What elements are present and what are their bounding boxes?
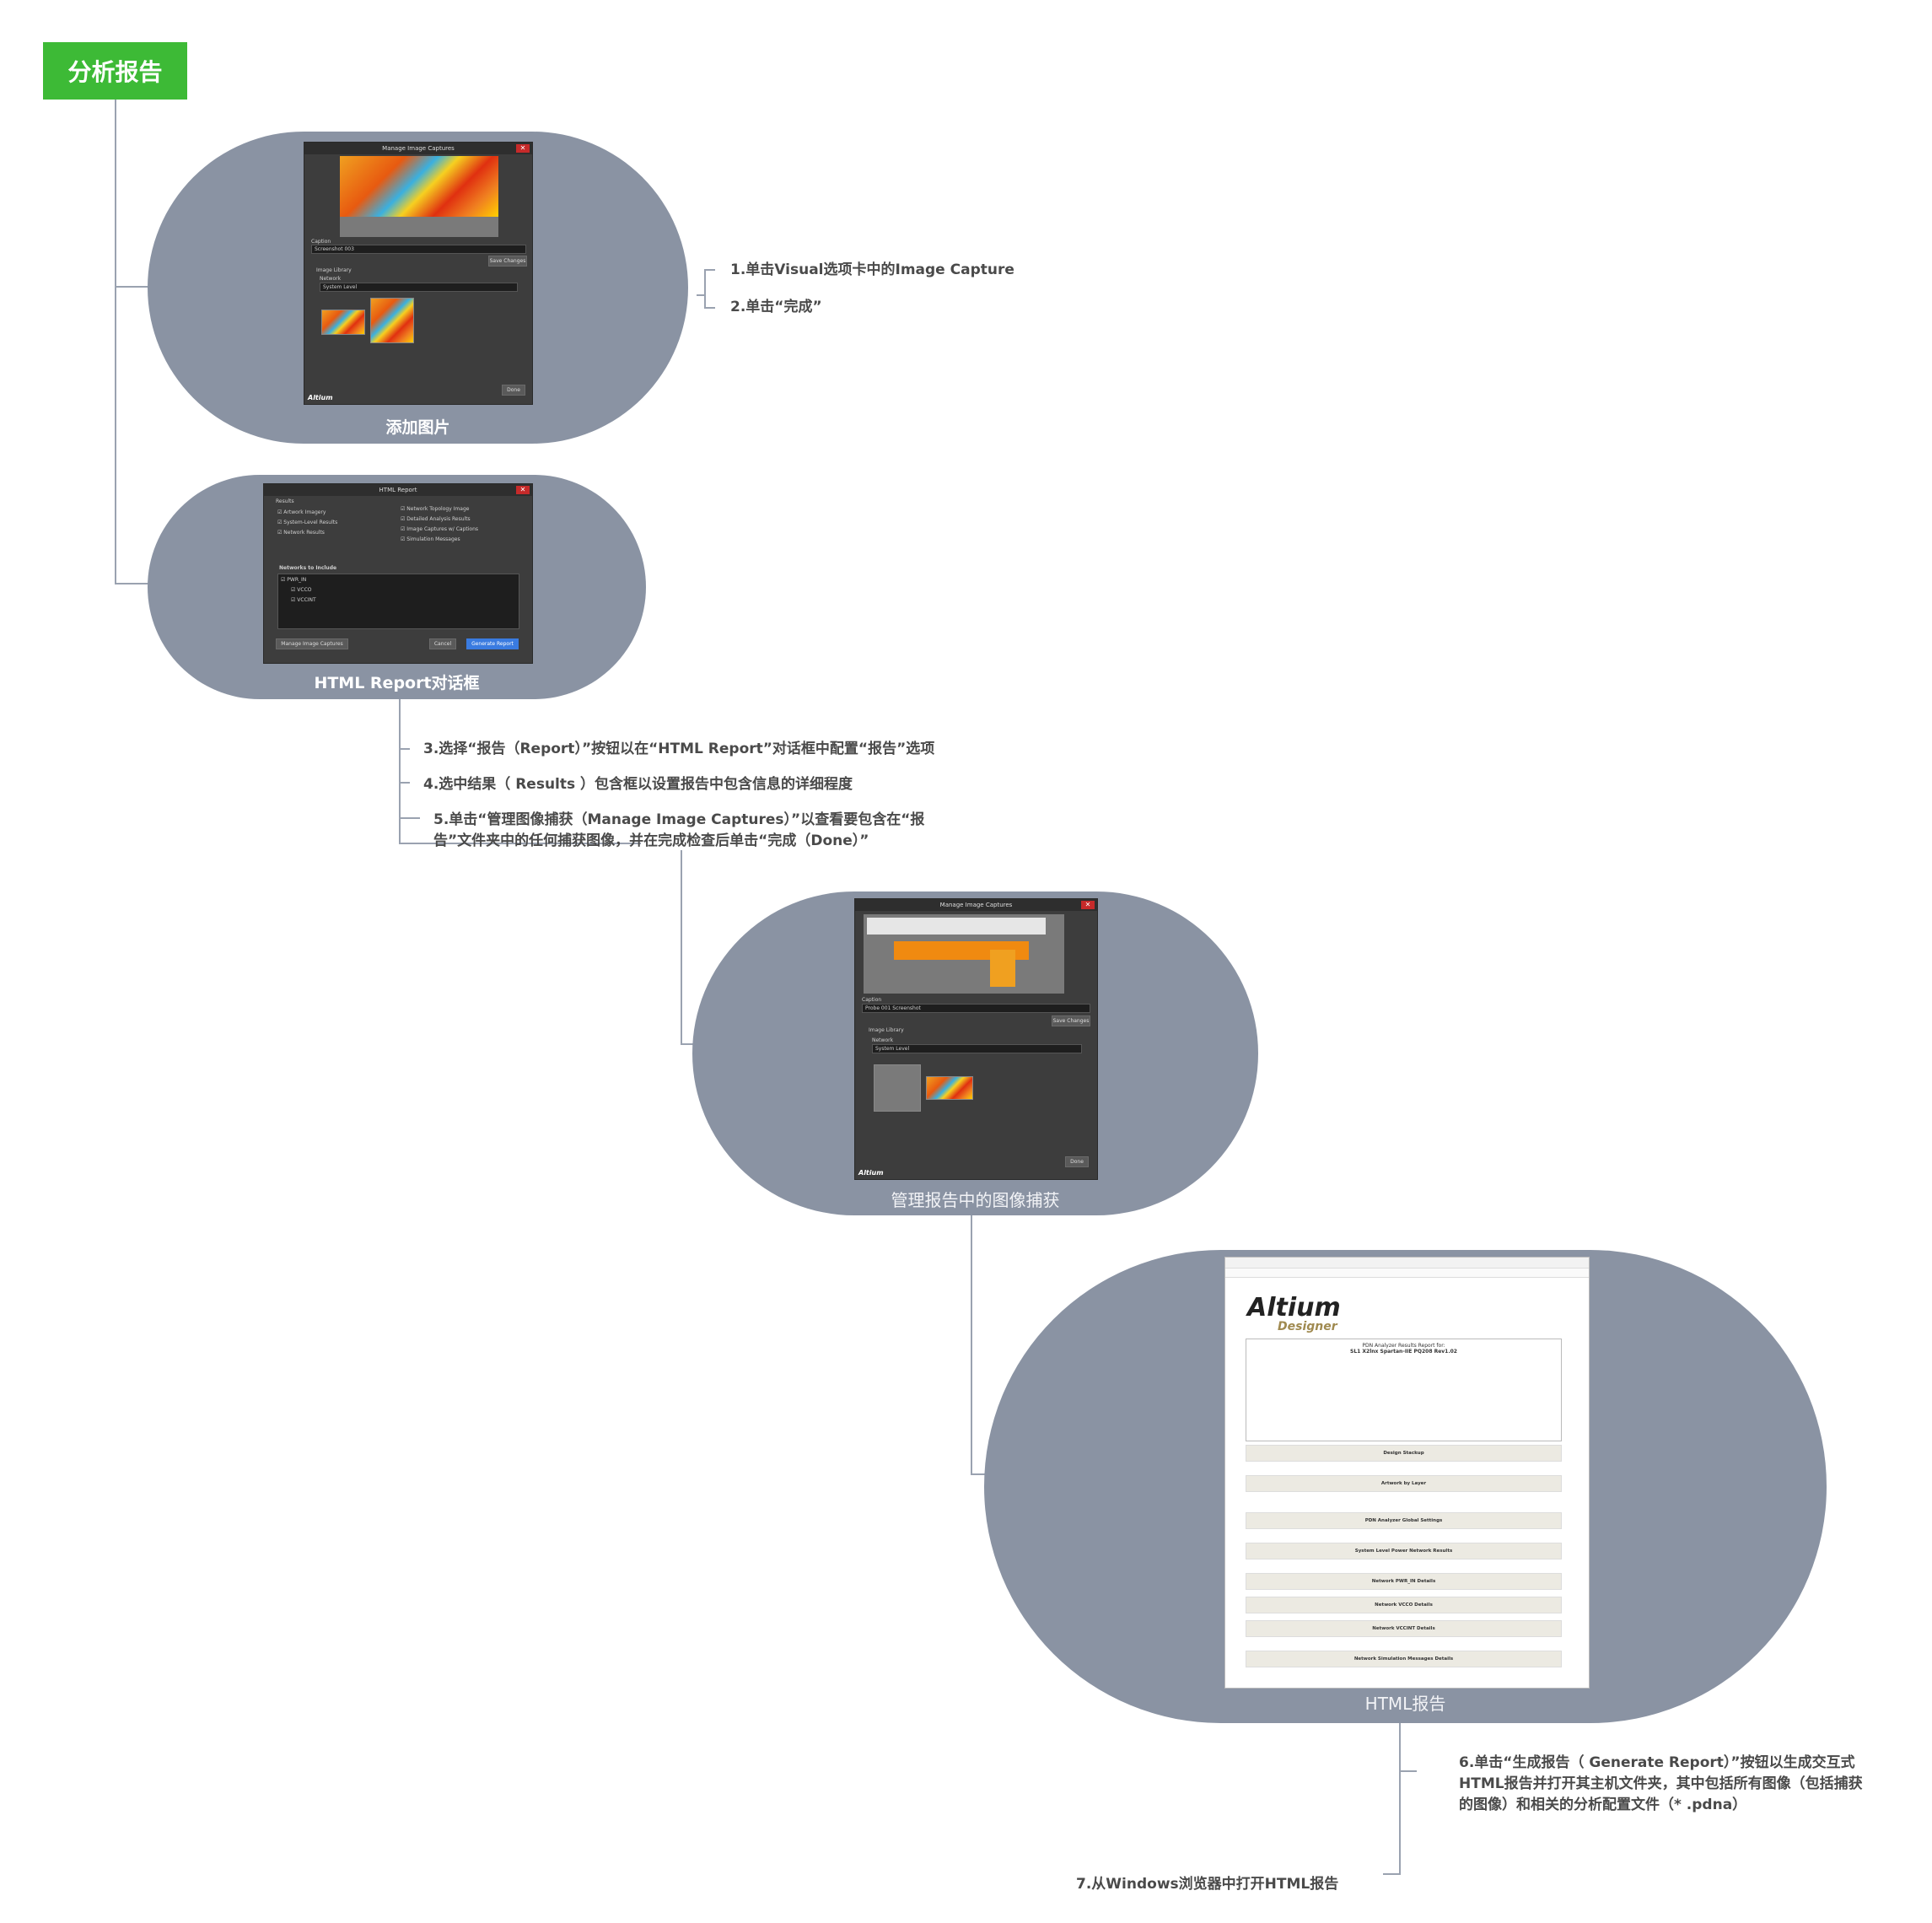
image-library-label: Image Library bbox=[869, 1027, 904, 1033]
section-design-stackup[interactable]: Design Stackup bbox=[1246, 1445, 1562, 1462]
browser-address-bar[interactable] bbox=[1225, 1269, 1589, 1278]
designer-logo: Designer bbox=[1278, 1320, 1337, 1333]
node-caption: 添加图片 bbox=[385, 418, 450, 437]
node-manage-captures[interactable]: Manage Image Captures ✕ Caption Probe 001… bbox=[692, 891, 1258, 1215]
thumbnail-1[interactable] bbox=[874, 1064, 921, 1112]
node-add-image[interactable]: Manage Image Captures ✕ Caption Screensho… bbox=[148, 132, 688, 444]
option-messages[interactable]: ☑ Simulation Messages bbox=[401, 536, 460, 542]
altium-logo: Altium bbox=[308, 394, 333, 401]
root-title: 分析报告 bbox=[67, 58, 163, 86]
generate-report-button[interactable]: Generate Report bbox=[466, 638, 519, 649]
section-pwr-in[interactable]: Network PWR_IN Details bbox=[1246, 1573, 1562, 1590]
caption-input[interactable]: Probe 001 Screenshot bbox=[862, 1004, 1090, 1013]
section-artwork[interactable]: Artwork by Layer bbox=[1246, 1475, 1562, 1492]
node-caption: 管理报告中的图像捕获 bbox=[891, 1190, 1060, 1210]
results-label: Results bbox=[276, 498, 294, 504]
note-step-7: 7.从Windows浏览器中打开HTML报告 bbox=[1076, 1876, 1339, 1893]
done-button[interactable]: Done bbox=[1065, 1156, 1089, 1167]
note-step-2: 2.单击“完成” bbox=[730, 299, 822, 315]
report-header-box: PDN Analyzer Results Report for: SL1 X2l… bbox=[1246, 1339, 1562, 1441]
altium-logo: Altium bbox=[1247, 1293, 1341, 1322]
image-library-label: Image Library bbox=[316, 267, 352, 273]
option-captures[interactable]: ☑ Image Captures w/ Captions bbox=[401, 526, 479, 532]
manage-image-captures-dialog: Manage Image Captures ✕ Caption Screensho… bbox=[304, 142, 533, 405]
caption-input[interactable]: Screenshot 003 bbox=[311, 245, 526, 254]
node-caption: HTML报告 bbox=[1364, 1694, 1446, 1714]
close-icon[interactable]: ✕ bbox=[516, 144, 530, 153]
note-step-4: 4.选中结果（ Results ）包含框以设置报告中包含信息的详细程度 bbox=[423, 776, 853, 793]
network-pwr-in[interactable]: ☑ PWR_IN bbox=[281, 577, 307, 583]
close-icon[interactable]: ✕ bbox=[1081, 901, 1095, 909]
option-network-results[interactable]: ☑ Network Results bbox=[277, 530, 325, 536]
networks-list bbox=[277, 574, 519, 629]
section-messages[interactable]: Network Simulation Messages Details bbox=[1246, 1651, 1562, 1667]
done-button[interactable]: Done bbox=[502, 385, 525, 396]
node-caption: HTML Report对话框 bbox=[314, 674, 480, 692]
save-changes-button[interactable]: Save Changes bbox=[1052, 1015, 1090, 1026]
network-select[interactable]: System Level bbox=[320, 283, 518, 292]
close-icon[interactable]: ✕ bbox=[516, 486, 530, 494]
html-report-dialog: HTML Report ✕ Results ☑ Artwork Imagery ☑… bbox=[263, 483, 533, 664]
capture-preview-image bbox=[340, 156, 498, 217]
note-step-5: 5.单击“管理图像捕获（Manage Image Captures）”以查看要包… bbox=[433, 811, 925, 849]
report-title: PDN Analyzer Results Report for: bbox=[1362, 1343, 1445, 1349]
root-topic[interactable]: 分析报告 bbox=[43, 42, 187, 100]
node-html-report-dialog[interactable]: HTML Report ✕ Results ☑ Artwork Imagery ☑… bbox=[148, 475, 646, 699]
network-label: Network bbox=[320, 276, 342, 282]
networks-label: Networks to Include bbox=[279, 565, 337, 571]
thumbnail-2[interactable] bbox=[926, 1076, 973, 1100]
section-system-level[interactable]: System Level Power Network Results bbox=[1246, 1543, 1562, 1559]
thumbnail-1[interactable] bbox=[321, 310, 365, 335]
node-html-report[interactable]: Altium Designer PDN Analyzer Results Rep… bbox=[984, 1250, 1827, 1723]
report-subtitle: SL1 X2lnx Spartan-IIE PQ208 Rev1.02 bbox=[1350, 1349, 1457, 1355]
caption-label: Caption bbox=[862, 997, 882, 1003]
network-select[interactable]: System Level bbox=[872, 1044, 1082, 1053]
thumbnail-2[interactable] bbox=[370, 298, 414, 343]
network-vccint[interactable]: ☑ VCCINT bbox=[291, 597, 316, 603]
section-global-settings[interactable]: PDN Analyzer Global Settings bbox=[1246, 1512, 1562, 1529]
option-system-level[interactable]: ☑ System-Level Results bbox=[277, 520, 338, 525]
section-vcco[interactable]: Network VCCO Details bbox=[1246, 1597, 1562, 1613]
dialog-title: Manage Image Captures bbox=[382, 145, 455, 152]
option-detailed[interactable]: ☑ Detailed Analysis Results bbox=[401, 516, 471, 522]
option-artwork[interactable]: ☑ Artwork Imagery bbox=[277, 509, 326, 515]
section-vccint[interactable]: Network VCCINT Details bbox=[1246, 1620, 1562, 1637]
network-vcco[interactable]: ☑ VCCO bbox=[291, 587, 312, 593]
cancel-button[interactable]: Cancel bbox=[429, 638, 456, 649]
browser-window: Altium Designer PDN Analyzer Results Rep… bbox=[1224, 1257, 1590, 1689]
dialog-title: Manage Image Captures bbox=[939, 902, 1013, 908]
option-topology[interactable]: ☑ Network Topology Image bbox=[401, 506, 470, 512]
caption-label: Caption bbox=[311, 239, 331, 245]
note-step-6: 6.单击“生成报告（ Generate Report）”按钮以生成交互式 HTM… bbox=[1459, 1754, 1863, 1813]
note-step-1: 1.单击Visual选项卡中的Image Capture bbox=[730, 261, 1014, 278]
save-changes-button[interactable]: Save Changes bbox=[488, 256, 527, 267]
browser-tab-bar bbox=[1225, 1258, 1589, 1269]
dialog-title: HTML Report bbox=[379, 487, 417, 493]
network-label: Network bbox=[872, 1037, 894, 1043]
manage-image-captures-dialog-2: Manage Image Captures ✕ Caption Probe 001… bbox=[854, 898, 1098, 1180]
manage-image-captures-button[interactable]: Manage Image Captures bbox=[276, 638, 348, 649]
altium-logo: Altium bbox=[858, 1169, 884, 1177]
note-step-3: 3.选择“报告（Report）”按钮以在“HTML Report”对话框中配置“… bbox=[423, 741, 935, 757]
